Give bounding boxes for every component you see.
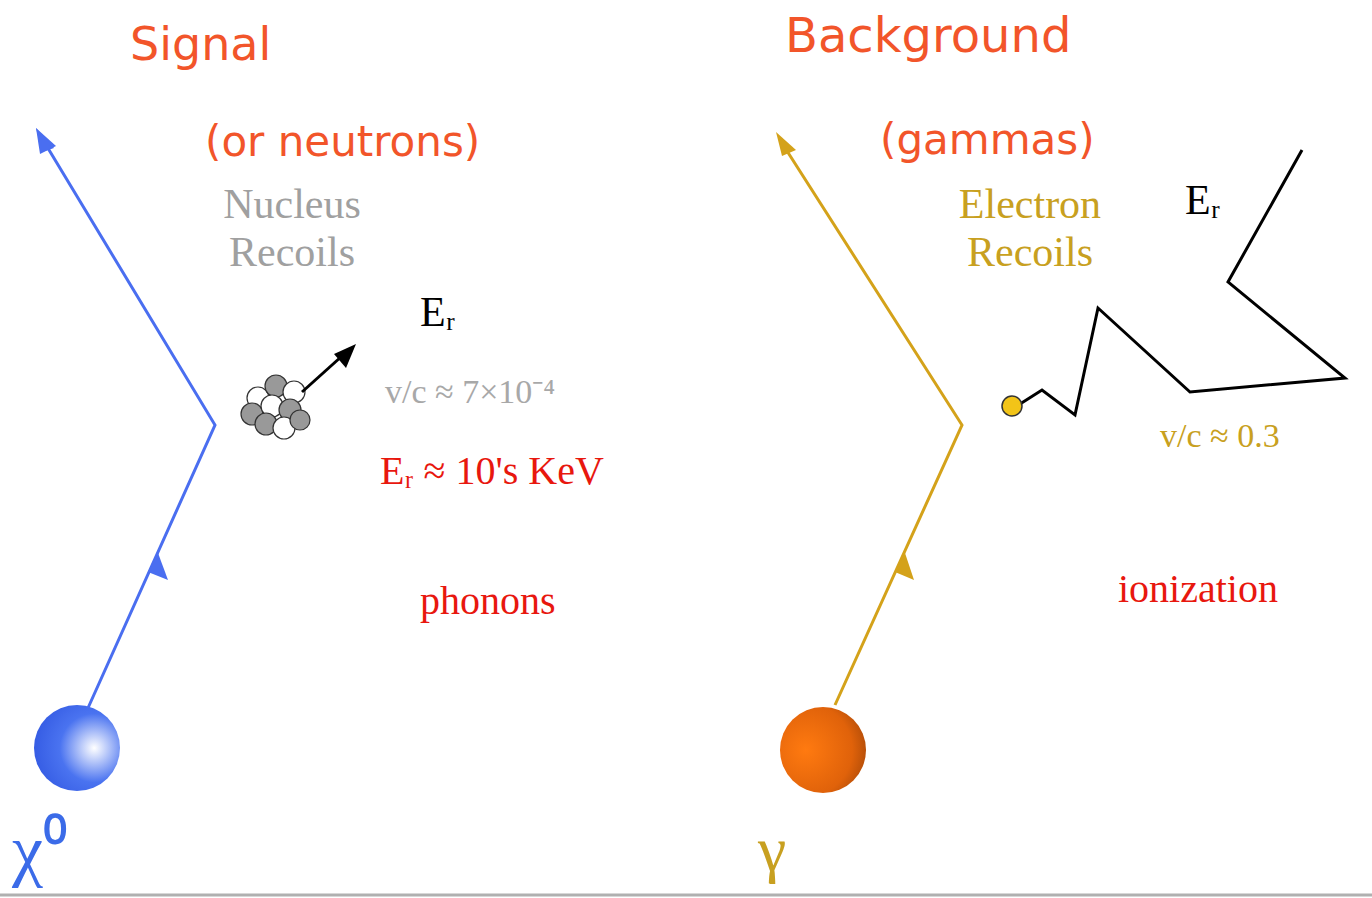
subheading: (gammas) [880,116,1095,164]
subheading: (or neutrons) [205,118,480,166]
gamma-particle [780,707,866,793]
gamma-track [780,140,962,705]
arrow-head [36,128,56,154]
recoil-arrow [302,356,342,392]
wimp-track [40,135,215,708]
slide-rule [0,894,1372,897]
energy-note: Eᵣ ≈ 10's KeV [380,448,604,494]
particle-symbol: χ⁰ [12,810,68,891]
channel-label: phonons [420,578,556,624]
recoil-label: Electron Recoils [915,180,1145,277]
arrow-head [148,553,168,580]
heading: Background [785,8,1071,63]
energy-symbol: Eᵣ [420,288,455,336]
wimp-particle [34,705,120,791]
electron [1002,396,1022,416]
recoil-label: Nucleus Recoils [182,180,402,277]
arrow-head [334,344,356,368]
nucleus [241,375,310,439]
arrow-head [895,553,914,580]
energy-symbol: Eᵣ [1185,176,1220,224]
particle-symbol: γ [758,812,786,886]
velocity-note: v/c ≈ 0.3 [1160,416,1280,455]
heading: Signal [130,18,271,71]
channel-label: ionization [1118,566,1278,612]
arrow-head [776,132,796,156]
velocity-note: v/c ≈ 7×10⁻⁴ [385,372,555,411]
